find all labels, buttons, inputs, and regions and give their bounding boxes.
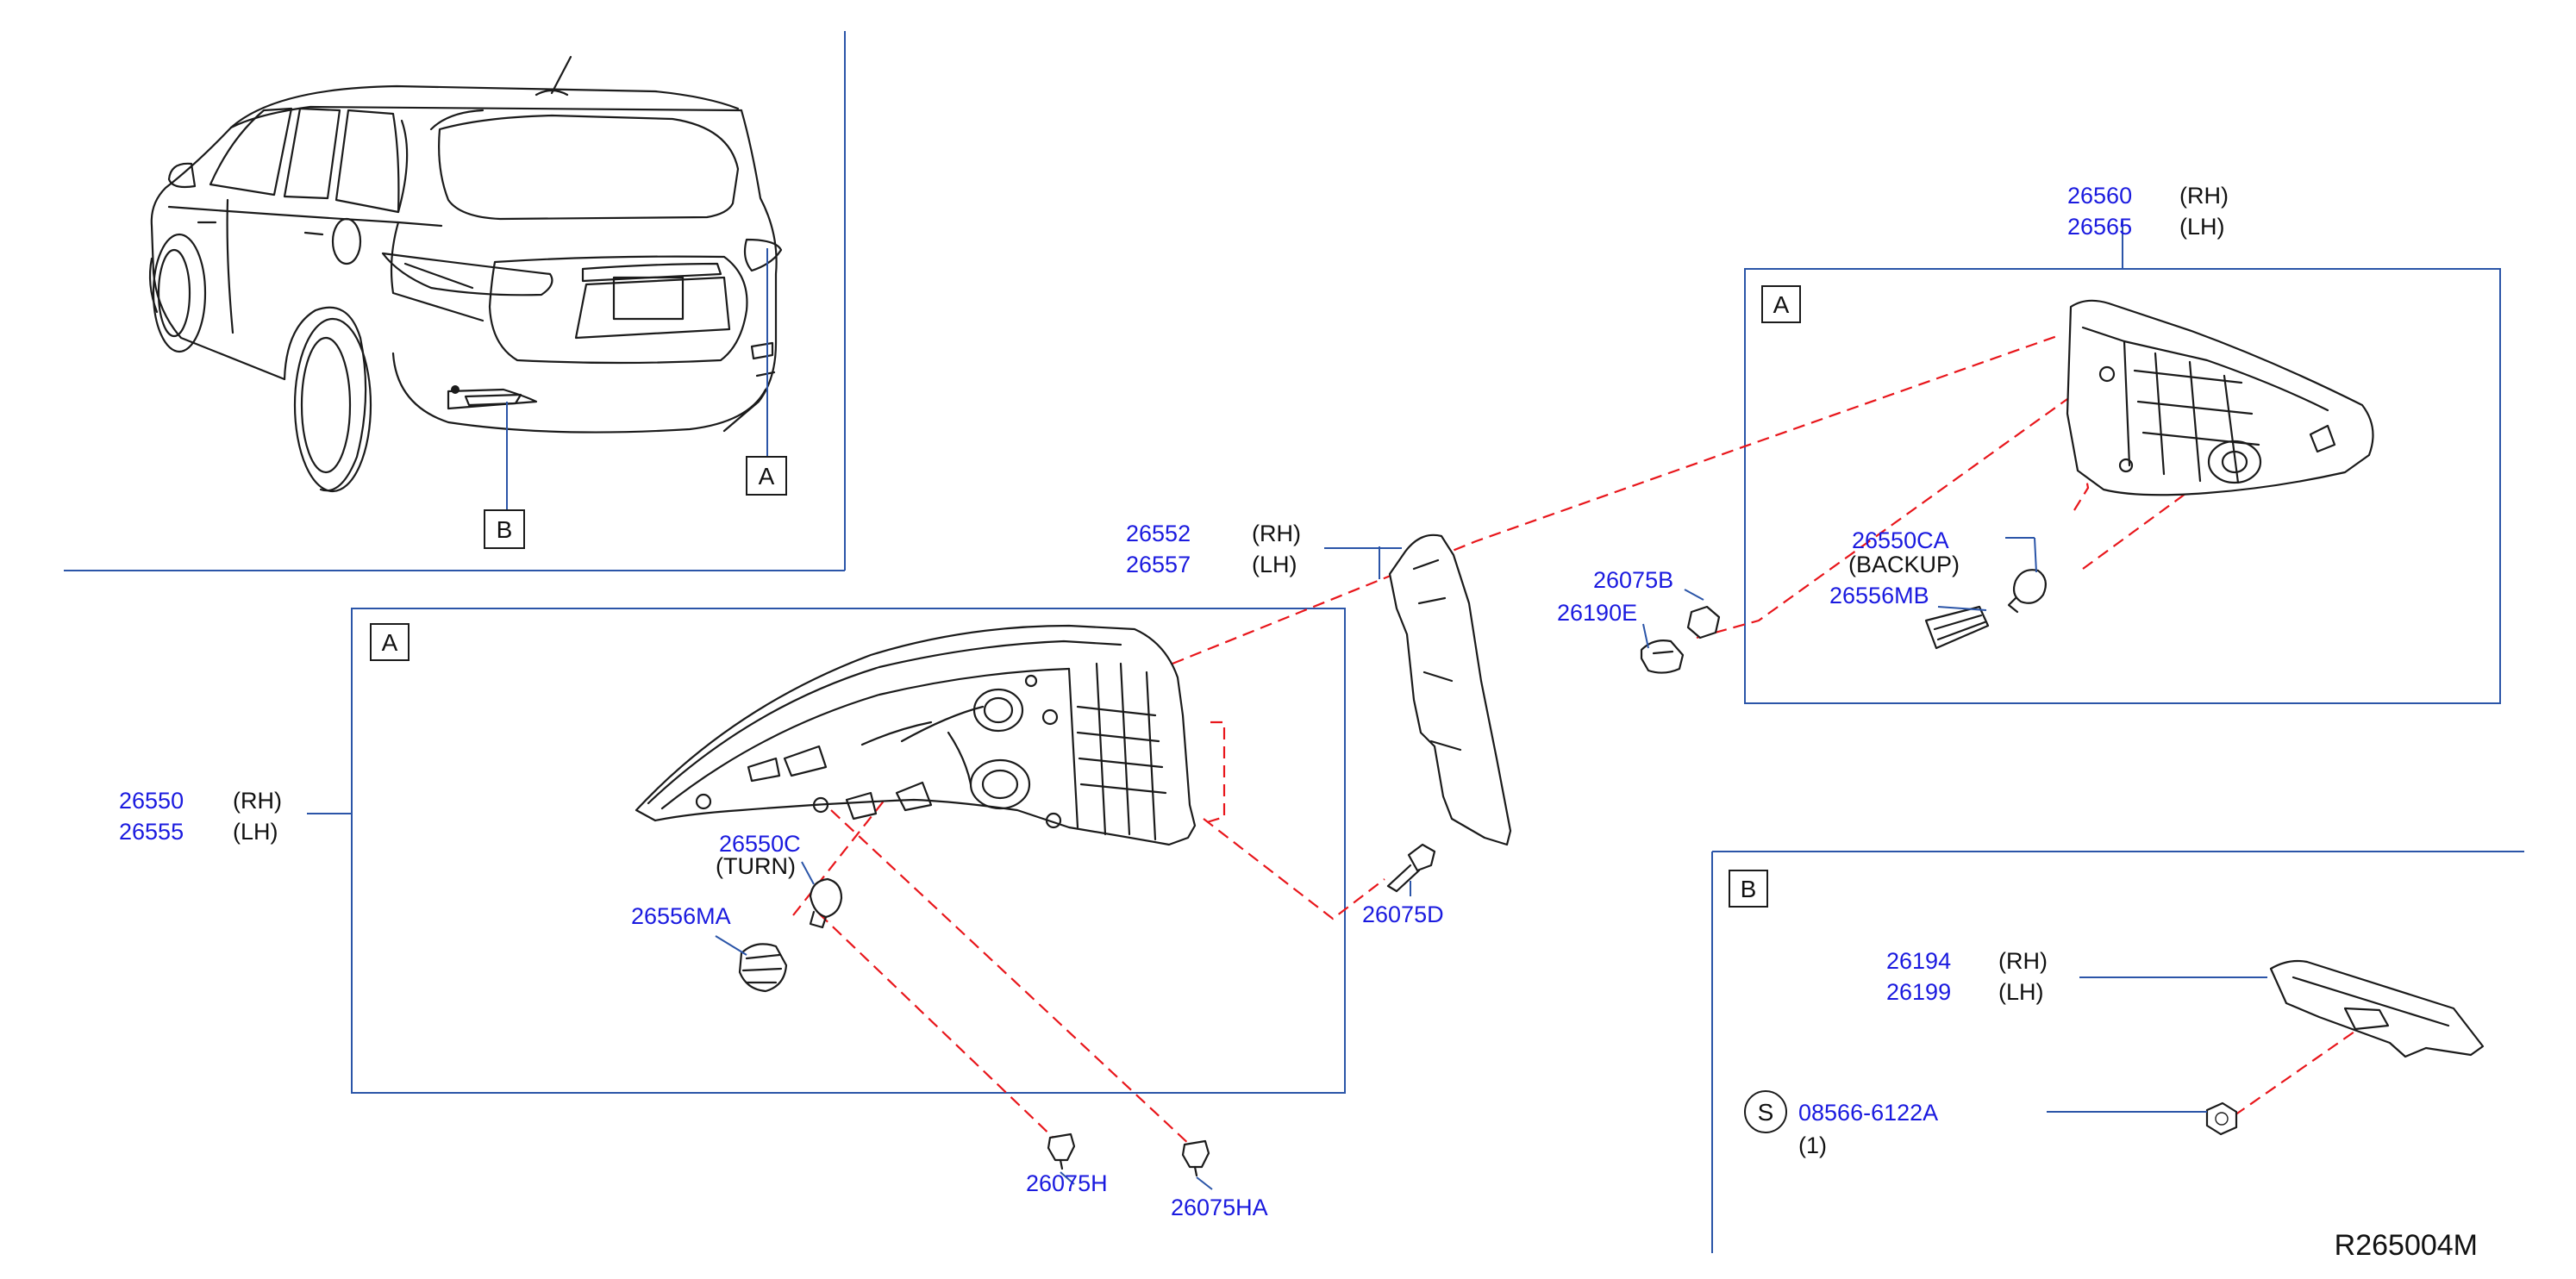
nut-illustration [1686, 605, 1721, 640]
detail-b-frame [1711, 851, 2524, 1253]
label-bulb-backup: 26550CA (BACKUP) [1848, 527, 1960, 577]
grommet-illustration [1640, 640, 1685, 674]
label-clip-ha: 26075HA [1171, 1195, 1268, 1220]
svg-text:26557: 26557 [1126, 552, 1191, 577]
gasket-illustration [1388, 533, 1512, 846]
svg-text:08566-6122A: 08566-6122A [1798, 1100, 1938, 1126]
svg-text:B: B [497, 516, 513, 543]
socket-backup-illustration [1924, 605, 1990, 650]
assembly-dashed-lines [792, 334, 2367, 1147]
clip-ha-illustration [1181, 1139, 1210, 1177]
svg-text:(LH): (LH) [233, 819, 278, 845]
svg-text:(LH): (LH) [2179, 214, 2225, 240]
svg-text:(LH): (LH) [1998, 979, 2044, 1005]
label-socket-turn: 26556MA [631, 903, 731, 929]
svg-text:26550C: 26550C [719, 831, 801, 857]
svg-text:26199: 26199 [1886, 979, 1951, 1005]
label-screw: 08566-6122A (1) [1798, 1100, 1938, 1158]
callout-a-vehicle: A [746, 456, 787, 496]
label-clip-h: 26075H [1026, 1170, 1108, 1196]
label-license-lamp: 26194 (RH) 26199 (LH) [1886, 948, 2048, 1005]
svg-text:A: A [759, 463, 775, 490]
outer-lamp-assembly-illustration [2066, 299, 2374, 496]
clip-h-illustration [1047, 1132, 1076, 1170]
svg-text:26550CA: 26550CA [1852, 527, 1949, 553]
label-socket-backup: 26556MB [1829, 583, 1929, 608]
label-lamp-inner-assy: 26550 (RH) 26555 (LH) [119, 788, 282, 845]
svg-text:S: S [1758, 1099, 1774, 1126]
svg-text:26550: 26550 [119, 788, 184, 814]
svg-text:26555: 26555 [119, 819, 184, 845]
callout-a-outer: A [1761, 285, 1801, 323]
label-bolt: 26075D [1362, 902, 1444, 927]
svg-text:(BACKUP): (BACKUP) [1848, 552, 1960, 577]
label-lamp-outer-assy: 26560 (RH) 26565 (LH) [2067, 183, 2229, 240]
inner-lamp-assembly-illustration [635, 624, 1197, 846]
bulb-turn-illustration [809, 877, 843, 929]
svg-text:A: A [1773, 291, 1790, 318]
diagram-code: R265004M [2335, 1229, 2478, 1262]
svg-text:(RH): (RH) [2179, 183, 2229, 209]
vehicle-overview-frame [64, 31, 846, 571]
detail-a-inner-frame [351, 608, 1346, 1094]
label-nut: 26075B [1593, 567, 1673, 593]
label-grommet: 26190E [1557, 600, 1637, 626]
svg-text:26565: 26565 [2067, 214, 2132, 240]
screw-illustration [2205, 1101, 2238, 1136]
callout-s-screw: S [1744, 1090, 1787, 1133]
label-bulb-turn: 26550C (TURN) [716, 831, 801, 879]
svg-text:(1): (1) [1798, 1132, 1827, 1158]
leader-lines [307, 221, 2267, 1190]
svg-text:(RH): (RH) [1998, 948, 2048, 974]
svg-text:A: A [382, 629, 398, 656]
bolt-illustration [1386, 843, 1436, 893]
callout-a-inner: A [370, 623, 410, 661]
vehicle-rear-view [148, 55, 783, 493]
license-lamp-illustration [2269, 959, 2485, 1058]
svg-text:(RH): (RH) [1252, 521, 1301, 546]
svg-text:(TURN): (TURN) [716, 853, 796, 879]
label-gasket: 26552 (RH) 26557 (LH) [1126, 521, 1301, 577]
socket-turn-illustration [738, 943, 788, 993]
svg-text:26552: 26552 [1126, 521, 1191, 546]
svg-text:(RH): (RH) [233, 788, 282, 814]
bulb-backup-illustration [2007, 569, 2048, 614]
callout-b-vehicle: B [484, 509, 525, 549]
svg-text:B: B [1741, 876, 1757, 902]
svg-text:(LH): (LH) [1252, 552, 1297, 577]
svg-text:26560: 26560 [2067, 183, 2132, 209]
callout-b-detail: B [1729, 870, 1768, 908]
svg-text:26194: 26194 [1886, 948, 1951, 974]
